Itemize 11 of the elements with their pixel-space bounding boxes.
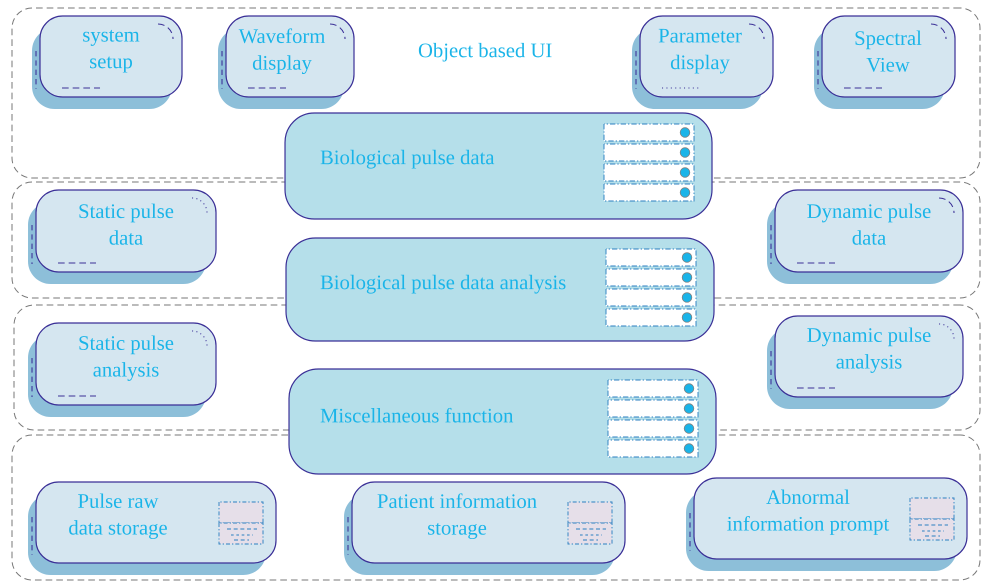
module-box: system setup: [32, 15, 183, 109]
module-box: Abnormal information prompt: [686, 477, 968, 571]
module-box: Parameter display: [632, 15, 774, 109]
module-box: Static pulse data: [28, 189, 217, 284]
module-box: Patient information storage: [344, 481, 626, 575]
module-box: Pulse raw data storage: [28, 481, 277, 575]
module-box: Spectral View: [814, 15, 956, 109]
module-box: Waveform display: [218, 15, 355, 109]
module-box: Dynamic pulse data: [767, 189, 964, 284]
module-box: Dynamic pulse analysis: [767, 315, 964, 409]
module-box: Static pulse analysis: [28, 322, 217, 417]
